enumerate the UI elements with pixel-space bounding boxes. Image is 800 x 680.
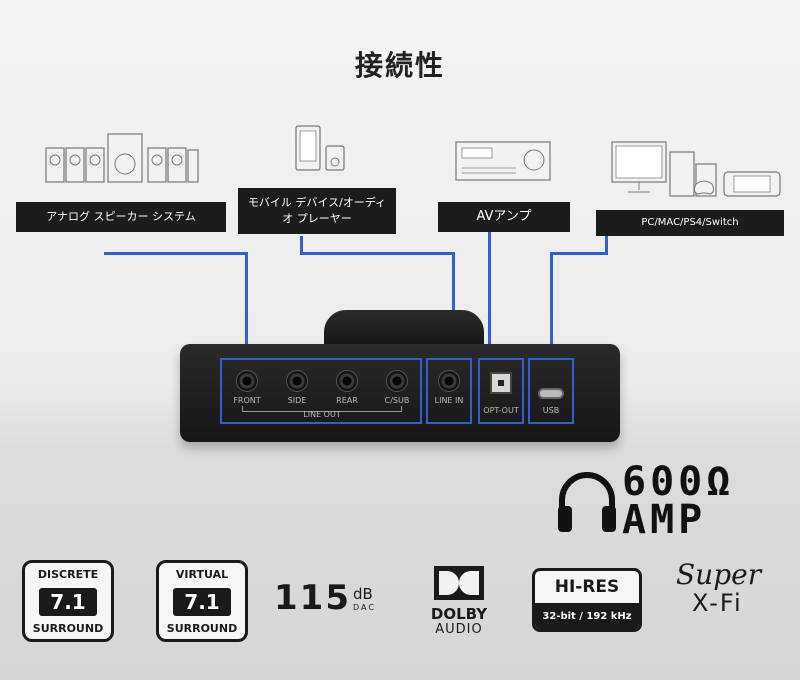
dac-unit: dB bbox=[352, 585, 373, 603]
dac-value: 115 bbox=[274, 578, 351, 618]
line-in-label: LINE IN bbox=[434, 396, 464, 405]
wire-analog-down bbox=[245, 252, 248, 360]
wire-pc bbox=[550, 252, 608, 255]
line-in-jack bbox=[438, 370, 460, 392]
label-pc-console: PC/MAC/PS4/Switch bbox=[596, 210, 784, 236]
discrete-surround-badge: DISCRETE 7.1 SURROUND bbox=[22, 560, 114, 642]
virtual-badge-bot: SURROUND bbox=[166, 622, 238, 635]
rear-label: REAR bbox=[336, 396, 358, 405]
side-jack bbox=[286, 370, 308, 392]
wire-mobile-down bbox=[452, 252, 455, 360]
csub-jack bbox=[386, 370, 408, 392]
hires-title: HI-RES bbox=[554, 577, 620, 597]
mobile-device-icon bbox=[295, 125, 345, 171]
page-title: 接続性 bbox=[354, 49, 445, 82]
virtual-badge-top: VIRTUAL bbox=[175, 568, 229, 581]
discrete-badge-mid: 7.1 bbox=[39, 587, 97, 616]
discrete-badge-top: DISCRETE bbox=[37, 568, 99, 581]
headphone-icon bbox=[558, 472, 616, 532]
dolby-badge: DOLBY AUDIO bbox=[424, 562, 494, 637]
sxfi-main: X-Fi bbox=[692, 589, 743, 617]
speaker-system-icon bbox=[45, 133, 199, 183]
dac-sub: DAC bbox=[352, 603, 376, 612]
sxfi-super: Super bbox=[676, 558, 762, 591]
dolby-double-d-icon bbox=[434, 566, 484, 600]
dac-badge: 115 dB DAC bbox=[274, 578, 376, 618]
wire-pc-down bbox=[550, 252, 553, 360]
label-av-amp: AVアンプ bbox=[438, 202, 570, 232]
line-out-bracket bbox=[242, 406, 402, 412]
wire-mobile-up bbox=[300, 236, 303, 253]
discrete-badge-bot: SURROUND bbox=[32, 622, 104, 635]
front-jack bbox=[236, 370, 258, 392]
wire-analog bbox=[104, 252, 248, 255]
rear-jack bbox=[336, 370, 358, 392]
side-label: SIDE bbox=[287, 396, 307, 405]
amp-impedance: 600Ω bbox=[622, 459, 735, 505]
av-receiver-icon bbox=[455, 141, 551, 181]
line-out-label: LINE OUT bbox=[303, 410, 341, 419]
label-mobile-device: モバイル デバイス/オーディオ プレーヤー bbox=[238, 188, 396, 234]
usb-port bbox=[538, 388, 564, 399]
dolby-audio: AUDIO bbox=[435, 622, 483, 637]
usb-label: USB bbox=[542, 406, 560, 415]
front-label: FRONT bbox=[233, 396, 261, 405]
opt-out-group bbox=[478, 358, 524, 424]
line-out-group bbox=[220, 358, 422, 424]
virtual-surround-badge: VIRTUAL 7.1 SURROUND bbox=[156, 560, 248, 642]
csub-label: C/SUB bbox=[384, 396, 410, 405]
amp-label: AMP bbox=[622, 497, 707, 543]
hires-spec: 32-bit / 192 kHz bbox=[535, 603, 639, 629]
virtual-badge-mid: 7.1 bbox=[173, 587, 231, 616]
pc-console-icon bbox=[611, 141, 781, 197]
wire-av bbox=[488, 232, 491, 360]
wire-pc-up bbox=[605, 236, 608, 255]
line-in-group bbox=[426, 358, 472, 424]
label-analog-speaker: アナログ スピーカー システム bbox=[16, 202, 226, 232]
device-body: FRONT SIDE REAR C/SUB LINE OUT LINE IN O… bbox=[180, 344, 620, 442]
hires-badge: HI-RES 32-bit / 192 kHz bbox=[532, 568, 642, 632]
optical-port bbox=[490, 372, 512, 394]
opt-out-label: OPT-OUT bbox=[483, 406, 519, 415]
wire-mobile bbox=[300, 252, 455, 255]
dolby-brand: DOLBY bbox=[430, 605, 488, 623]
super-xfi-badge: Super X-Fi bbox=[676, 558, 786, 617]
usb-group bbox=[528, 358, 574, 424]
